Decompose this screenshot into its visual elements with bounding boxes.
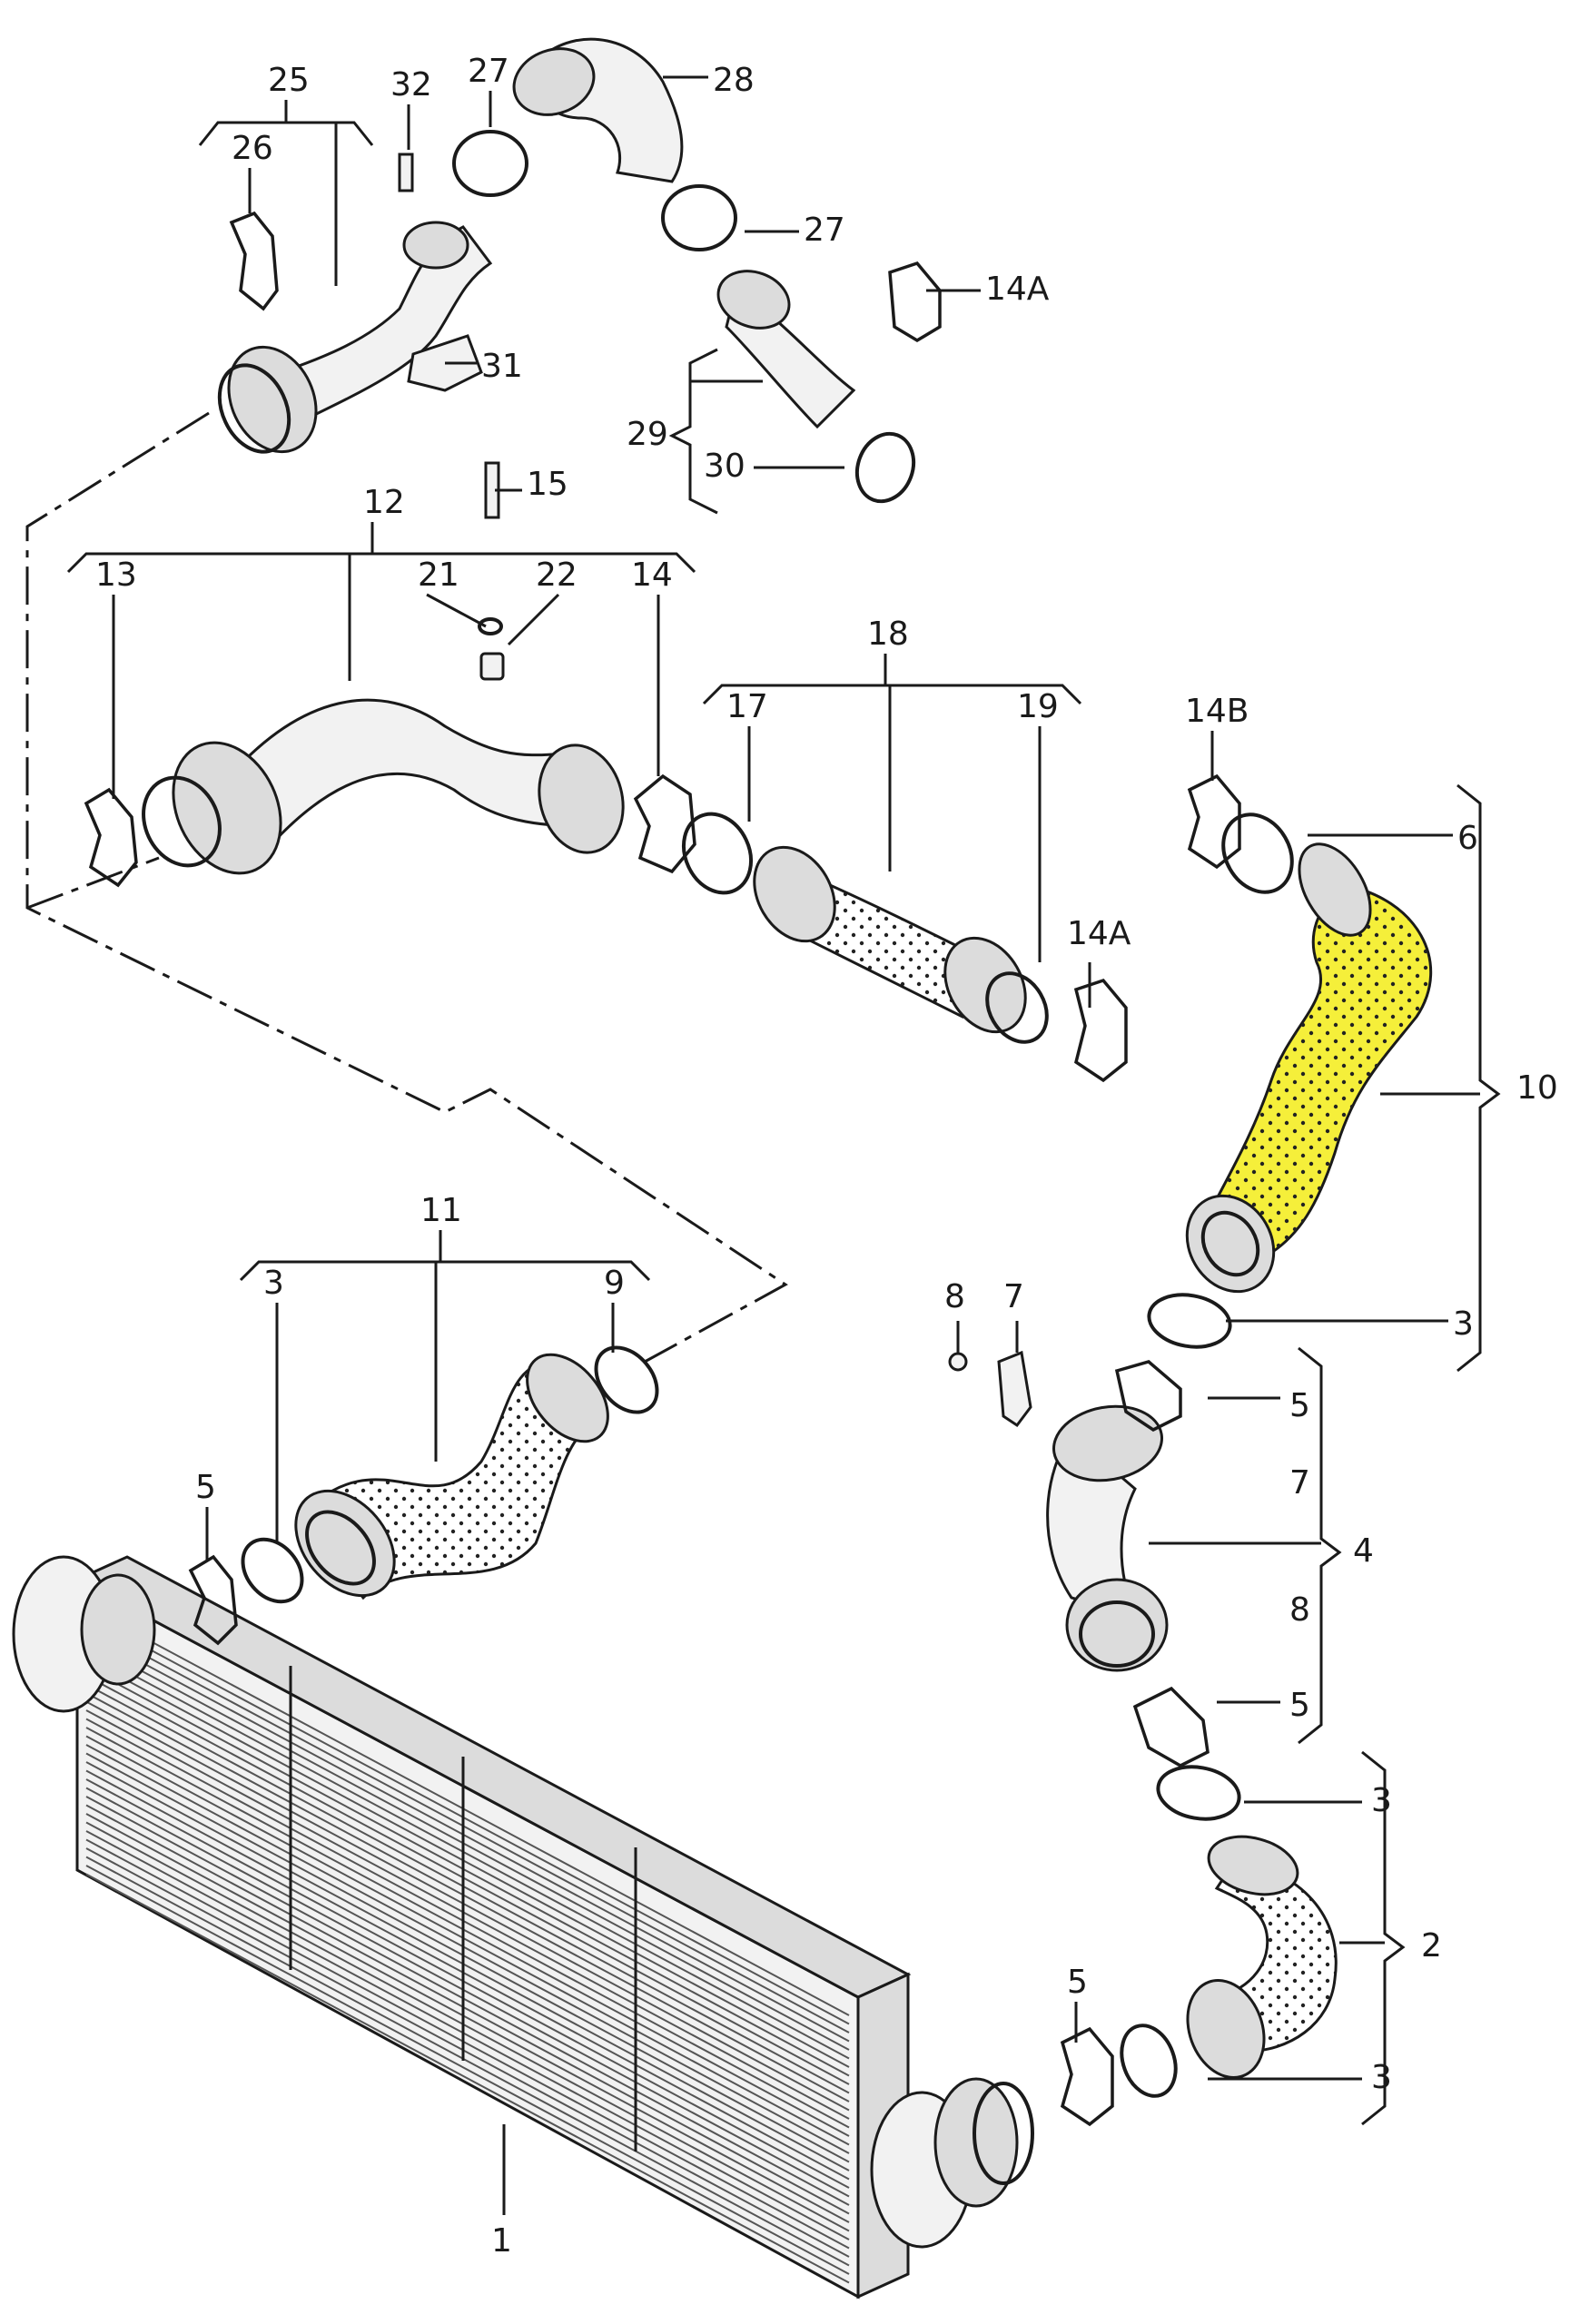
fin-line bbox=[85, 1623, 850, 2034]
label-30: 30 bbox=[704, 448, 746, 485]
pipe-29 bbox=[716, 261, 942, 504]
fin-line bbox=[85, 1735, 850, 2146]
fin-line bbox=[85, 1631, 850, 2043]
fin-line bbox=[85, 1830, 850, 2240]
label-3d: 3 bbox=[1371, 2059, 1392, 2096]
leader-line bbox=[507, 593, 560, 646]
hose-18 bbox=[753, 845, 1128, 1083]
label-27a: 27 bbox=[468, 53, 509, 90]
fin-line bbox=[85, 1752, 850, 2163]
label-26: 26 bbox=[232, 130, 273, 167]
fin-line bbox=[85, 1709, 850, 2120]
label-7a: 7 bbox=[1003, 1278, 1024, 1315]
label-10: 10 bbox=[1516, 1069, 1558, 1107]
label-12: 12 bbox=[363, 484, 405, 521]
hose-11 bbox=[188, 1345, 659, 1646]
label-15: 15 bbox=[527, 466, 568, 503]
fin-line bbox=[85, 1787, 850, 2198]
label-9: 9 bbox=[604, 1265, 625, 1302]
connection-lines bbox=[25, 411, 788, 1364]
leader-line bbox=[1456, 783, 1501, 1373]
elbow-28 bbox=[452, 37, 737, 251]
leader-lines bbox=[66, 75, 1501, 2215]
fin-line bbox=[85, 1796, 850, 2206]
leader-line bbox=[239, 1260, 651, 1282]
fin-line bbox=[85, 1761, 850, 2171]
fin-line bbox=[85, 1813, 850, 2223]
fin-line bbox=[85, 1873, 850, 2284]
label-14a2: 14A bbox=[1067, 915, 1131, 952]
pipe-4 bbox=[948, 1350, 1241, 1821]
label-3c: 3 bbox=[1371, 1782, 1392, 1819]
fin-line bbox=[85, 1847, 850, 2258]
fin-line bbox=[85, 1640, 850, 2051]
hose-2 bbox=[1060, 1835, 1338, 2127]
fin-line bbox=[85, 1804, 850, 2215]
fin-line bbox=[85, 1692, 850, 2102]
label-32: 32 bbox=[390, 66, 432, 103]
label-17: 17 bbox=[726, 688, 768, 725]
label-5b: 5 bbox=[1289, 1387, 1310, 1424]
hose-10-highlighted bbox=[1147, 773, 1433, 1349]
leader-line bbox=[66, 552, 696, 574]
label-31: 31 bbox=[481, 348, 523, 385]
fin-line bbox=[85, 1614, 850, 2025]
leader-line bbox=[668, 348, 718, 515]
label-14: 14 bbox=[631, 556, 673, 594]
label-6: 6 bbox=[1457, 820, 1478, 857]
fin-line bbox=[85, 1838, 850, 2250]
fin-line bbox=[85, 1658, 850, 2068]
label-21: 21 bbox=[418, 556, 459, 594]
label-2: 2 bbox=[1421, 1927, 1442, 1965]
label-28: 28 bbox=[713, 62, 755, 99]
label-18: 18 bbox=[867, 615, 909, 653]
intercooler bbox=[12, 1555, 1034, 2299]
fin-line bbox=[85, 1675, 850, 2085]
fin-line bbox=[85, 1778, 850, 2189]
label-14a1: 14A bbox=[985, 271, 1050, 308]
fin-line bbox=[85, 1821, 850, 2232]
fin-line bbox=[85, 1718, 850, 2129]
label-8a: 8 bbox=[944, 1278, 965, 1315]
part-labels: 1 2 3 3 3 3 4 5 5 5 5 6 7 7 8 8 9 10 11 … bbox=[95, 53, 1558, 2260]
fin-line bbox=[85, 1700, 850, 2112]
fin-line bbox=[85, 1666, 850, 2077]
fin-line bbox=[85, 1606, 850, 2016]
label-1: 1 bbox=[491, 2222, 512, 2260]
fin-line bbox=[85, 1727, 850, 2137]
label-5d: 5 bbox=[1067, 1964, 1088, 2001]
intercooler-fins bbox=[85, 1606, 850, 2284]
fin-line bbox=[85, 1683, 850, 2094]
label-11: 11 bbox=[420, 1192, 462, 1229]
leader-line bbox=[1361, 1750, 1406, 2126]
leader-line bbox=[702, 684, 1082, 705]
fin-line bbox=[85, 1744, 850, 2154]
label-22: 22 bbox=[536, 556, 578, 594]
fin-line bbox=[85, 1856, 850, 2267]
label-5c: 5 bbox=[1289, 1687, 1310, 1724]
pipe-25 bbox=[217, 153, 493, 454]
leader-line bbox=[198, 121, 374, 146]
leader-line bbox=[1298, 1346, 1342, 1745]
label-8b: 8 bbox=[1289, 1591, 1310, 1629]
label-5a: 5 bbox=[195, 1469, 216, 1506]
fin-line bbox=[85, 1769, 850, 2181]
leader-line bbox=[426, 593, 487, 628]
label-27b: 27 bbox=[804, 212, 845, 249]
fin-line bbox=[85, 1649, 850, 2060]
hose-12 bbox=[84, 461, 753, 895]
label-14b: 14B bbox=[1185, 693, 1249, 730]
label-29: 29 bbox=[627, 416, 668, 453]
label-3b: 3 bbox=[1453, 1305, 1474, 1343]
label-4: 4 bbox=[1353, 1532, 1374, 1570]
label-25: 25 bbox=[268, 62, 310, 99]
label-19: 19 bbox=[1017, 688, 1059, 725]
label-7b: 7 bbox=[1289, 1464, 1310, 1502]
label-13: 13 bbox=[95, 556, 137, 594]
fin-line bbox=[85, 1865, 850, 2275]
label-3a: 3 bbox=[263, 1265, 284, 1302]
